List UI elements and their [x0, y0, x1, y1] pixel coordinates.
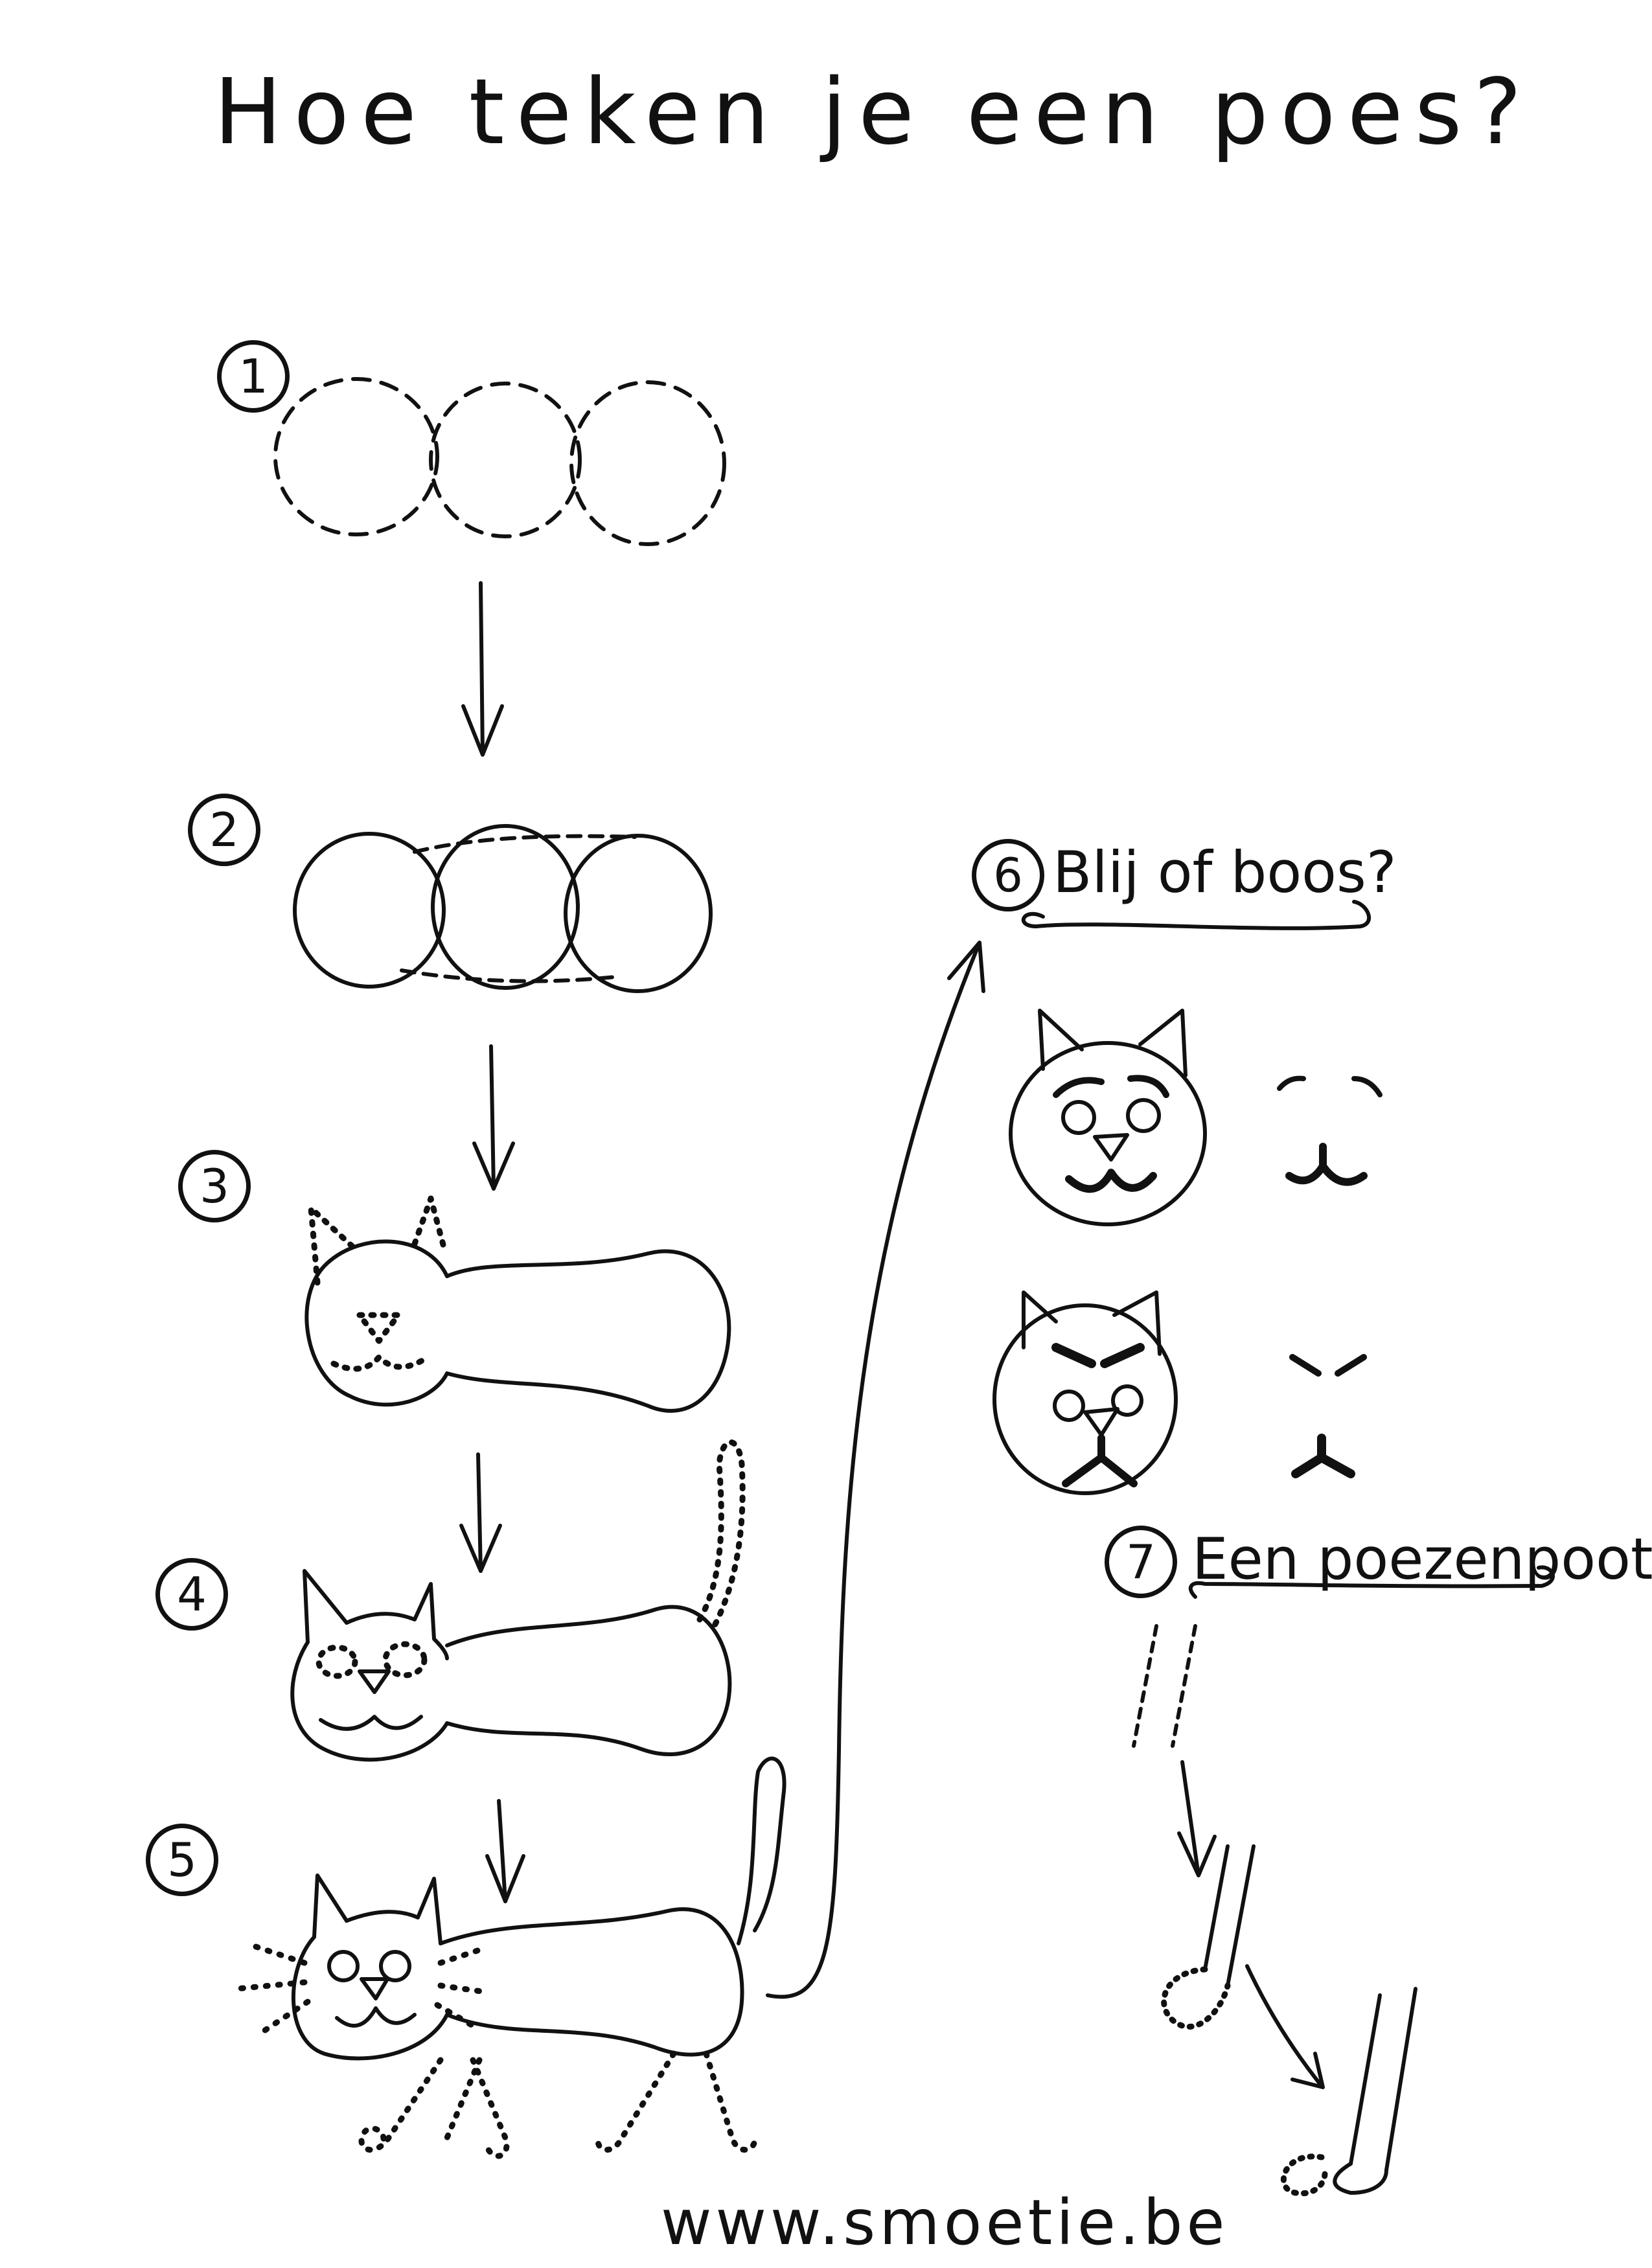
step-3-head	[304, 1239, 449, 1407]
angry-cat-ear-right	[1112, 1290, 1162, 1356]
happy-cat-brow-right	[1127, 1075, 1169, 1098]
happy-cat-ear-left	[1038, 1009, 1084, 1071]
step-4-ear-left	[303, 1569, 349, 1644]
happy-cat	[1009, 1009, 1382, 1226]
step-5-ear-left	[312, 1873, 349, 1939]
website-footer: www.smoetie.be	[661, 2186, 1229, 2259]
step-4-body	[445, 1605, 732, 1756]
angry-cat-nose	[1083, 1407, 1119, 1437]
step-2-dashed-bottom	[400, 968, 617, 983]
arrow-3-to-4	[459, 1452, 502, 1573]
angry-cat-eye-right	[1111, 1384, 1143, 1417]
angry-cat-ear-left	[1022, 1290, 1058, 1349]
step-4-cat	[290, 1439, 746, 1762]
step-5-eye-left	[327, 1950, 360, 1982]
step-3-ear-right	[411, 1195, 447, 1250]
step-5-whiskers	[233, 1940, 489, 2037]
step-5-eye-right	[379, 1950, 411, 1982]
step-4-nose	[358, 1669, 391, 1694]
step-2-dashed-top	[413, 834, 637, 854]
step-6-label: Blij of boos?	[1053, 839, 1397, 906]
angry-cat-mouth	[1062, 1434, 1138, 1487]
step-5-legs-dotted	[358, 2050, 758, 2159]
arrow-1-to-2	[461, 581, 504, 757]
angry-cat-brow-left	[1051, 1343, 1096, 1368]
happy-cat-brow-left	[1053, 1077, 1105, 1098]
step-3-cat	[304, 1195, 731, 1413]
step-2-shapes	[293, 824, 713, 993]
happy-cat-head	[1009, 1041, 1207, 1226]
step-7-number: 7	[1105, 1526, 1177, 1598]
step-4-head	[290, 1640, 449, 1762]
step-3-ear-left	[308, 1205, 356, 1286]
paw-drawing	[1132, 1624, 1417, 2197]
step-3-body	[445, 1249, 731, 1413]
angry-cat-head	[992, 1303, 1178, 1495]
step-6-underline	[1021, 900, 1371, 930]
happy-cat-mouth	[1065, 1169, 1157, 1193]
paw-toes-dotted	[1161, 1966, 1231, 2030]
step-5-nose	[360, 1977, 389, 2000]
step-3-nose	[356, 1312, 402, 1344]
page-title: Hoe teken je een poes?	[214, 60, 1533, 165]
happy-cat-ear-right	[1138, 1009, 1187, 1077]
happy-cat-eye-right	[1126, 1098, 1161, 1133]
step-5-body	[439, 1907, 744, 2057]
step-4-eye-right	[382, 1641, 428, 1678]
step-2-circle-left	[293, 832, 446, 989]
step-5-head	[292, 1935, 449, 2061]
step-4-eye-left	[315, 1644, 358, 1679]
angry-mouth-symbol	[1291, 1434, 1355, 1478]
step-5-cat	[233, 1756, 786, 2159]
step-4-ear-right	[345, 1582, 449, 1660]
paw-leg-1	[1203, 1844, 1256, 1987]
arrow-5-to-6	[766, 941, 985, 1999]
step-5-number: 5	[146, 1824, 218, 1896]
arrow-4-to-5	[485, 1799, 525, 1903]
step-1-circle-middle	[429, 382, 582, 538]
paw-leg-final	[1349, 1987, 1417, 2172]
step-2-number: 2	[188, 794, 260, 866]
step-2-circle-right	[564, 834, 713, 993]
step-7-label: Een poezenpoot	[1192, 1526, 1652, 1592]
paw-final-outline	[1333, 2162, 1388, 2195]
step-4-number: 4	[155, 1558, 228, 1631]
paw-final-toes	[1281, 2153, 1328, 2197]
paw-dashed-leg	[1132, 1624, 1197, 1748]
step-1-circles	[273, 377, 726, 546]
step-5-ear-right	[345, 1877, 442, 1945]
step-4-mouth	[319, 1715, 423, 1731]
step-5-mouth	[335, 2006, 417, 2028]
arrow-2-to-3	[472, 1044, 515, 1191]
happy-brow-symbol	[1277, 1075, 1382, 1097]
angry-brow-symbol	[1289, 1354, 1367, 1377]
step-4-tail-dotted	[696, 1439, 746, 1632]
happy-cat-eye-left	[1061, 1100, 1096, 1135]
paw-arrow-1	[1177, 1760, 1217, 1877]
step-1-circle-left	[273, 377, 439, 536]
step-2-circle-middle	[431, 824, 580, 990]
step-3-mouth	[330, 1354, 431, 1372]
step-5-tail	[737, 1756, 786, 1945]
step-1-number: 1	[217, 340, 290, 413]
paw-arrow-2	[1245, 1964, 1325, 2089]
happy-cat-nose	[1093, 1133, 1129, 1162]
step-3-number: 3	[178, 1150, 251, 1222]
step-7-underline	[1188, 1565, 1555, 1599]
angry-cat-brow-right	[1100, 1343, 1145, 1368]
step-1-circle-right	[569, 380, 726, 546]
angry-cat	[992, 1290, 1367, 1495]
happy-mouth-symbol	[1285, 1143, 1368, 1186]
angry-cat-eye-left	[1053, 1390, 1085, 1422]
step-6-number: 6	[972, 839, 1044, 911]
